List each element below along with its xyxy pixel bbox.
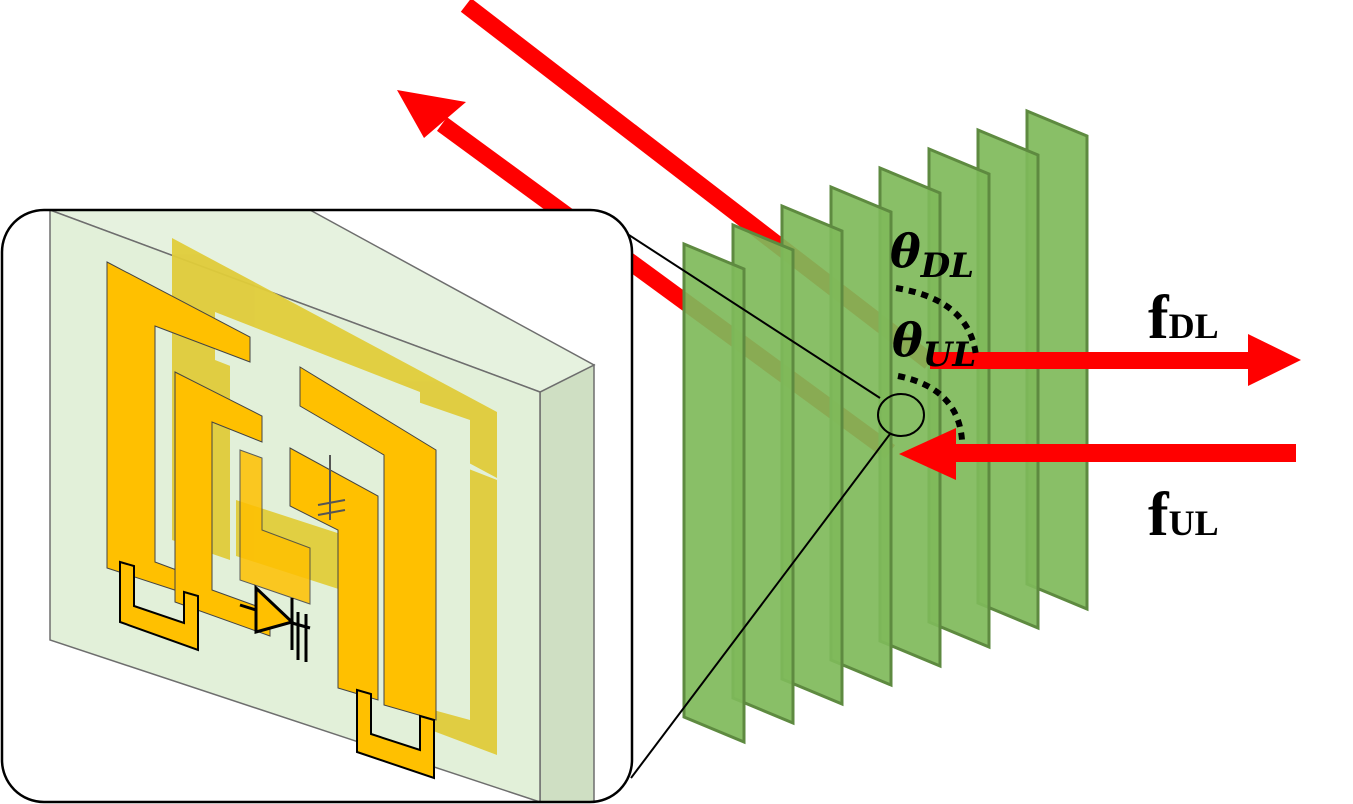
ul-input-arrowhead: [899, 428, 956, 480]
bias-network-sketch: [317, 455, 346, 520]
dl-output-beam: [930, 352, 1255, 369]
zoom-callout: [611, 223, 925, 779]
callout-line-top: [611, 223, 881, 399]
ul-input-beam: [948, 444, 1296, 462]
feed-tab-right: [356, 688, 435, 780]
metasurface-panels: [682, 108, 1089, 745]
metasurface-panel: [682, 241, 746, 745]
inner-resonator-left: [174, 371, 271, 637]
f-ul-label: fUL: [1148, 481, 1219, 549]
dl-output-arrowhead: [1248, 334, 1301, 386]
inset-frame: [0, 208, 634, 804]
angle-arcs: [895, 285, 979, 441]
inner-resonator-right: [289, 447, 379, 701]
theta-ul-label: θUL: [892, 313, 976, 375]
angle-labels: θDL θUL: [890, 224, 976, 375]
callout-line-bottom: [630, 433, 891, 779]
focus-circle: [877, 393, 925, 437]
outer-resonator-right: [299, 366, 437, 721]
reflected-ul-arrowhead: [397, 90, 466, 138]
frequency-labels: fDL fUL: [1148, 284, 1219, 549]
unit-cell-inset: [0, 208, 634, 804]
theta-dl-label: θDL: [890, 224, 974, 286]
f-dl-label: fDL: [1148, 284, 1219, 352]
feed-tab-left: [119, 560, 199, 652]
diode-icon: [239, 584, 311, 650]
capacitor-icon: [296, 612, 308, 662]
theta-dl-arc: [895, 285, 979, 357]
horizontal-beams: [899, 334, 1301, 480]
substrate-side: [539, 363, 595, 802]
inner-resonator-u: [239, 449, 311, 605]
